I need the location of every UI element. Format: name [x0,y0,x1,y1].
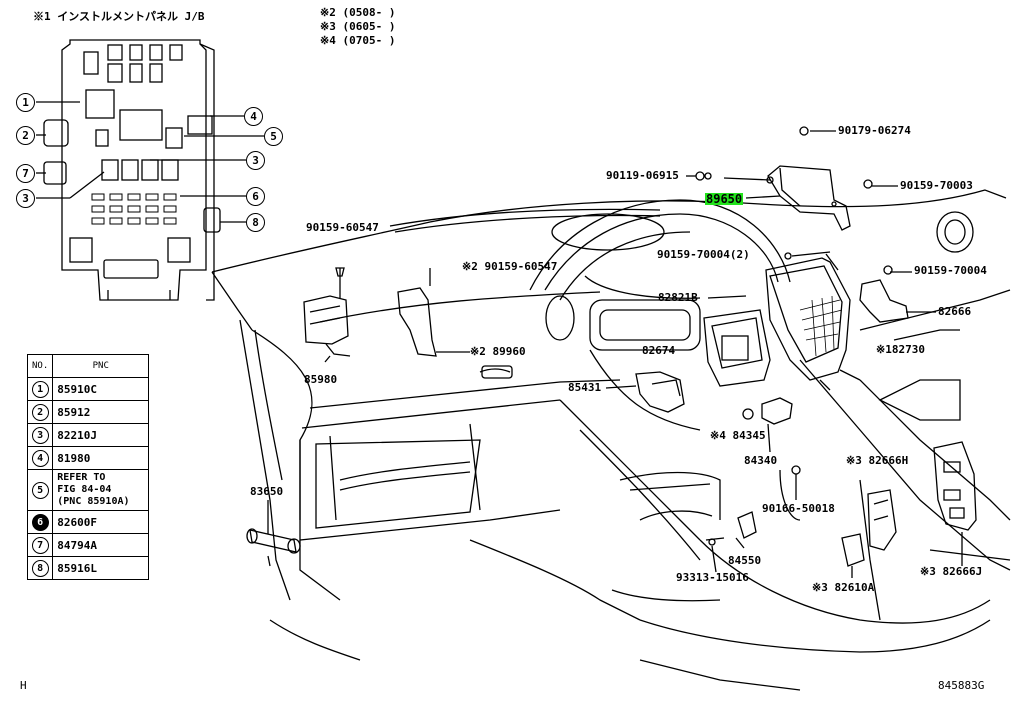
label-85431[interactable]: 85431 [568,381,602,394]
col-no-header: NO. [26,354,54,378]
jb-callout-1[interactable]: 1 [16,93,35,112]
jb-callout-3-left[interactable]: 3 [16,189,35,208]
label-90119-06915[interactable]: 90119-06915 [606,169,679,182]
label-83650[interactable]: 83650 [250,485,284,498]
row-number: 6 [31,513,49,531]
row-pnc[interactable]: 82210J [52,423,150,447]
note-4: ※4 (0705- ) [320,34,396,47]
label-90166-50018[interactable]: 90166-50018 [762,502,835,515]
row-number: 5 [31,481,49,499]
row-pnc[interactable]: 85912 [52,400,150,424]
row-number: 4 [31,449,49,467]
row-number: 1 [31,380,49,398]
part-89960-drawing [397,268,470,357]
jb-callout-5[interactable]: 5 [264,127,283,146]
part-82666h-drawing [867,489,897,551]
note-2: ※2 (0508- ) [320,6,396,19]
junction-block-drawing [36,39,264,301]
part-82730-drawing [765,257,861,391]
row-pnc[interactable]: 85910C [52,377,150,401]
label-90159-70004[interactable]: 90159-70004 [914,264,987,277]
label-93313-15016[interactable]: 93313-15016 [676,571,749,584]
row-pnc[interactable]: 84794A [52,533,150,557]
jb-callout-6[interactable]: 6 [246,187,265,206]
label-82666h[interactable]: ※3 82666H [846,454,909,467]
part-82666-drawing [859,279,936,323]
jb-callout-7[interactable]: 7 [16,164,35,183]
label-89650-highlighted[interactable]: 89650 [705,192,744,206]
part-82666j-drawing [933,441,977,566]
label-82674[interactable]: 82674 [642,344,676,357]
note-3: ※3 (0605- ) [320,20,396,33]
label-84345[interactable]: ※4 84345 [710,429,766,442]
part-83650-drawing [246,500,301,567]
row-pnc[interactable]: 81980 [52,446,150,470]
label-82666[interactable]: 82666 [938,305,972,318]
label-82730[interactable]: ※182730 [876,343,925,356]
part-85980-drawing [303,267,351,363]
small-fasteners [686,126,912,573]
part-84340-drawing [742,397,793,453]
jb-callout-4[interactable]: 4 [244,107,263,126]
row-number: 3 [31,426,49,444]
row-pnc[interactable]: 85916L [52,556,150,580]
jb-title: ※1 インストルメントパネル J/B [33,10,205,23]
part-82610a-drawing [841,533,865,578]
part-84550-drawing [705,511,757,549]
jb-callout-2[interactable]: 2 [16,126,35,145]
part-85431-drawing [605,371,685,413]
part-89650-drawing [723,165,851,231]
jb-callout-8[interactable]: 8 [246,213,265,232]
label-90159-70003[interactable]: 90159-70003 [900,179,973,192]
label-82666j[interactable]: ※3 82666J [920,565,983,578]
label-90159-60547[interactable]: 90159-60547 [306,221,379,234]
row-number: 2 [31,403,49,421]
row-pnc[interactable]: 82600F [52,510,150,534]
part-82821b-drawing [703,295,771,387]
label-90159-60547-n2[interactable]: ※2 90159-60547 [462,260,558,273]
label-82610a[interactable]: ※3 82610A [812,581,875,594]
label-82821b[interactable]: 82821B [658,291,698,304]
row-pnc[interactable]: REFER TO FIG 84-04 (PNC 85910A) [52,469,150,511]
jb-callout-3-right[interactable]: 3 [246,151,265,170]
label-84340[interactable]: 84340 [744,454,778,467]
row-number: 7 [31,536,49,554]
figure-number: 845883G [938,679,985,692]
label-90179-06274[interactable]: 90179-06274 [838,124,911,137]
instrument-panel-drawing [211,189,1011,691]
col-pnc-header: PNC [52,354,150,378]
label-84550[interactable]: 84550 [728,554,762,567]
footer-left-code: H [20,679,27,692]
label-85980[interactable]: 85980 [304,373,338,386]
label-89960[interactable]: ※2 89960 [470,345,526,358]
row-number: 8 [31,559,49,577]
label-90159-70004-2[interactable]: 90159-70004(2) [657,248,750,261]
